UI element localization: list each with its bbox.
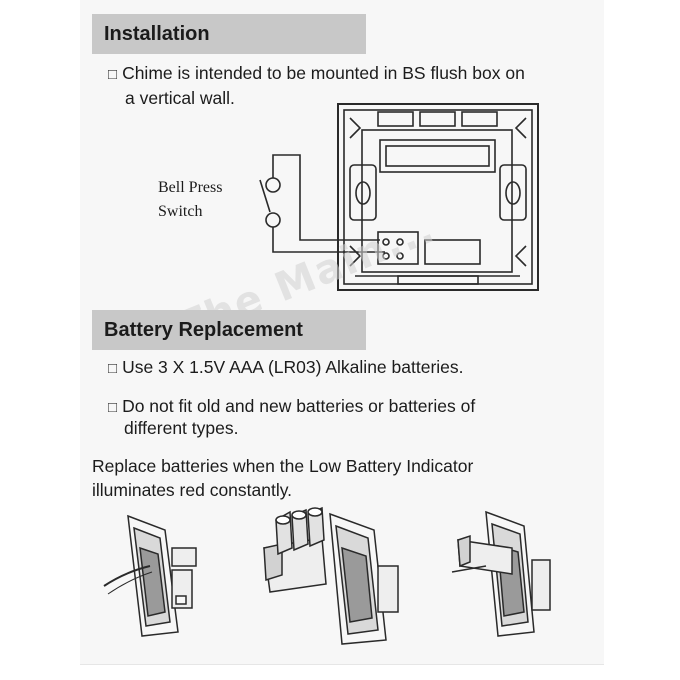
battery-heading-bar: Battery Replacement [92, 310, 366, 350]
installation-line-2: a vertical wall. [125, 88, 235, 108]
bullet-box-icon: □ [108, 399, 118, 416]
battery-bullet-2-text: Do not fit old and new batteries or batt… [122, 396, 476, 416]
switch-label: Switch [158, 203, 203, 220]
battery-bullet-2: □Do not fit old and new batteries or bat… [108, 395, 475, 419]
bell-press-label: Bell Press [158, 179, 223, 196]
battery-bullet-1-text: Use 3 X 1.5V AAA (LR03) Alkaline batteri… [122, 357, 464, 377]
installation-line-1: □Chime is intended to be mounted in BS f… [108, 62, 525, 86]
bullet-box-icon: □ [108, 360, 118, 377]
battery-heading: Battery Replacement [104, 318, 303, 341]
bullet-box-icon: □ [108, 66, 118, 83]
battery-note-line-1: Replace batteries when the Low Battery I… [92, 456, 474, 476]
battery-note-line-2: illuminates red constantly. [92, 480, 293, 500]
installation-text-1: Chime is intended to be mounted in BS fl… [122, 63, 525, 83]
battery-bullet-1: □Use 3 X 1.5V AAA (LR03) Alkaline batter… [108, 356, 464, 380]
installation-heading: Installation [104, 22, 210, 45]
installation-heading-bar: Installation [92, 14, 366, 54]
battery-bullet-2-line-2: different types. [124, 418, 239, 438]
